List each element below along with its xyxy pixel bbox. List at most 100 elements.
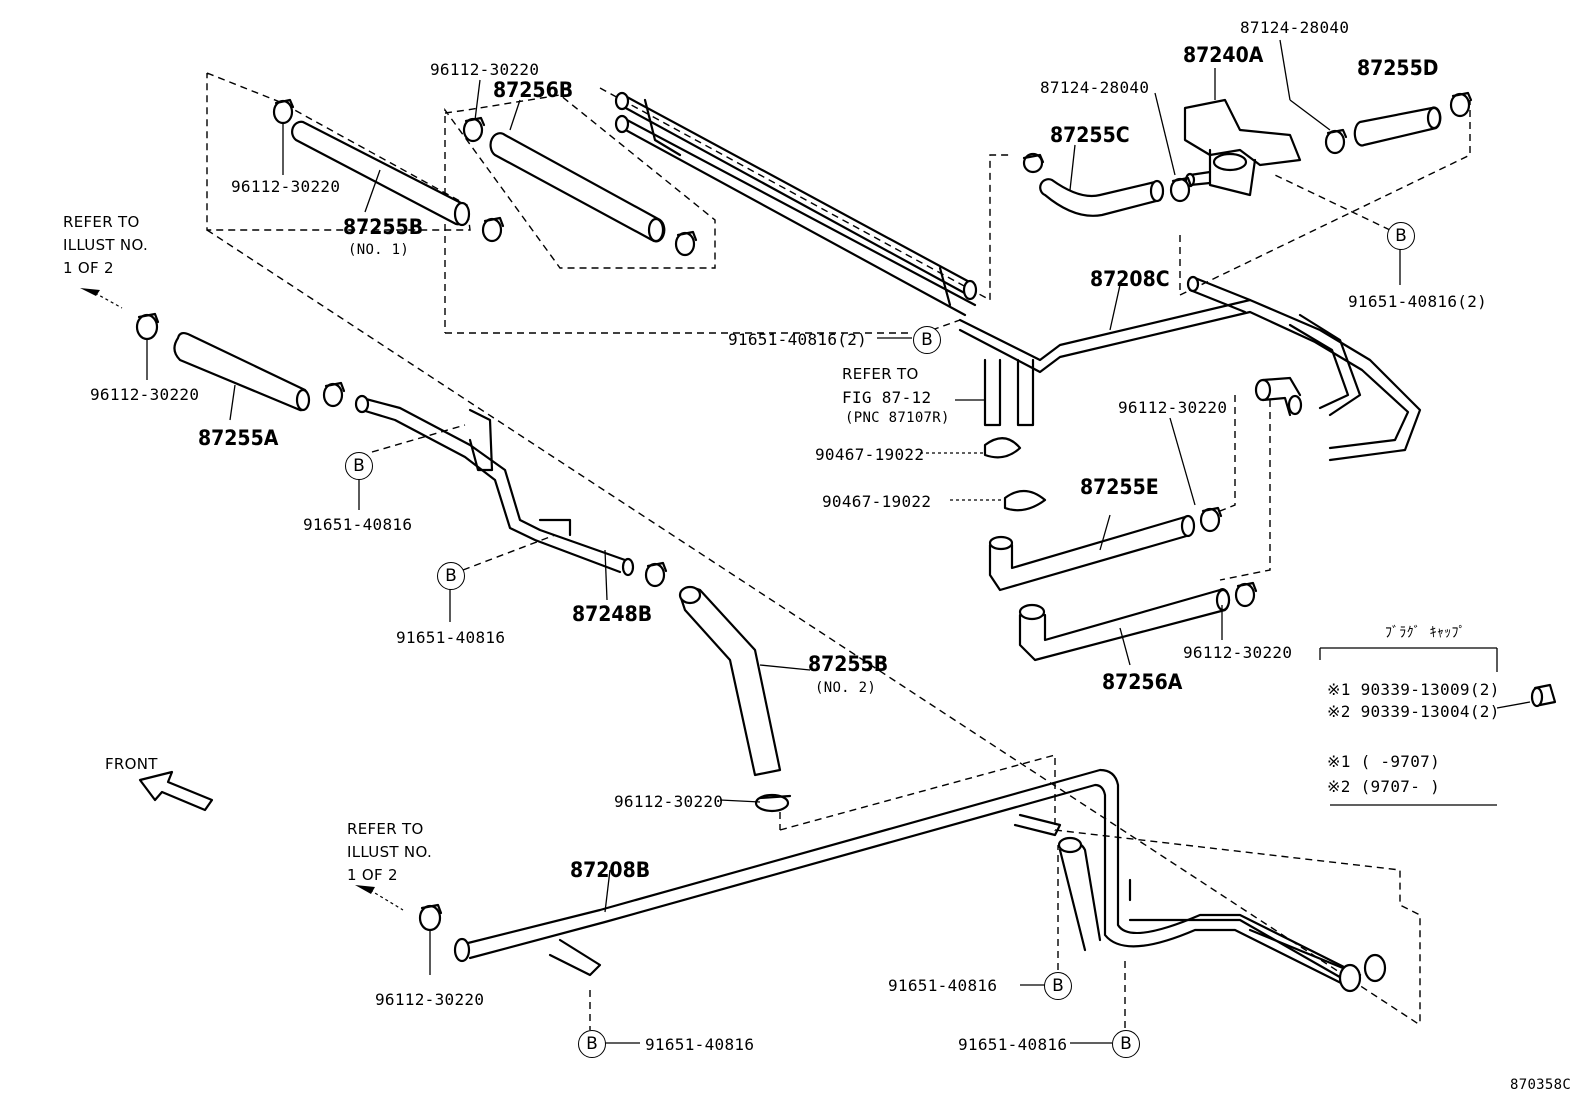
hose-87255c [1039, 178, 1165, 217]
refer-bottom-line3: 1 OF 2 [347, 866, 398, 884]
pipe-87208b [453, 768, 1387, 993]
hose-87256a [1018, 588, 1231, 662]
hose-87255b-no2 [678, 585, 782, 777]
parallel-tubes [614, 91, 978, 317]
label-87256b: 87256B [493, 78, 574, 102]
figure-code: 870358C [1510, 1077, 1572, 1093]
refer-left-line2: ILLUST NO. [63, 236, 149, 254]
label-87255a: 87255A [198, 426, 279, 450]
label-front: FRONT [105, 755, 158, 773]
label-91651-40816-bot3: 91651-40816 [958, 1035, 1068, 1054]
refer-fig-line2: FIG 87-12 [842, 388, 932, 407]
clamp-icon [135, 312, 160, 341]
label-90467-19022-b: 90467-19022 [822, 492, 932, 511]
label-no2: (NO. 2) [815, 680, 877, 696]
clip-icon [983, 437, 1022, 459]
plug-table-lines [1319, 647, 1531, 806]
label-87256a: 87256A [1102, 670, 1183, 694]
plug-line-2: ※2 90339-13004(2) [1327, 702, 1500, 721]
clamp-icon [272, 98, 295, 125]
label-91651-40816-bot2: 91651-40816 [645, 1035, 755, 1054]
label-90467-19022-a: 90467-19022 [815, 445, 925, 464]
refer-left-line3: 1 OF 2 [63, 259, 114, 277]
label-91651-40816-2-right: 91651-40816(2) [1348, 292, 1488, 311]
refer-bottom-line2: ILLUST NO. [347, 843, 433, 861]
clamp-icon [1324, 128, 1348, 155]
hose-87256b [489, 132, 666, 243]
group-boundary-right-clamp [1209, 395, 1236, 516]
group-boundary-right-clamp2 [1219, 400, 1271, 581]
label-96112-30220-left: 96112-30220 [90, 385, 200, 404]
refer-arrow-icon [80, 288, 123, 309]
fig87-12-tubes [983, 358, 1035, 427]
plug-line-1: ※1 90339-13009(2) [1327, 680, 1500, 699]
label-pnc: (PNC 87107R) [845, 410, 950, 426]
clamp-icon [1022, 152, 1045, 174]
group-boundary-87208b [779, 754, 1421, 1025]
leader-lines [146, 39, 1401, 1044]
refer-left-line1: REFER TO [63, 213, 140, 231]
b-marker: B [1387, 222, 1415, 250]
clamp-icon [481, 216, 505, 243]
label-87255c: 87255C [1050, 123, 1130, 147]
b-marker: B [437, 562, 465, 590]
clamp-icon [1234, 581, 1258, 608]
b-marker: B [345, 452, 373, 480]
clamp-icon [674, 230, 698, 257]
hose-87255b-no1 [291, 120, 471, 227]
label-87240a: 87240A [1183, 43, 1264, 67]
clamp-icon [1169, 176, 1193, 203]
long-diagonal-boundary [206, 229, 1421, 1026]
clamp-icon [322, 381, 346, 408]
label-87255b-no1: 87255B [343, 215, 424, 239]
label-no1: (NO. 1) [348, 242, 410, 258]
label-87208c: 87208C [1090, 267, 1170, 291]
clamp-icon [462, 116, 486, 143]
label-96112-30220-top2: 96112-30220 [231, 177, 341, 196]
label-87255e: 87255E [1080, 475, 1159, 499]
pipe-87248b [354, 394, 635, 577]
group-boundary-tubes [599, 87, 1010, 302]
refer-bottom-line1: REFER TO [347, 820, 424, 838]
label-87248b: 87248B [572, 602, 653, 626]
clamp-icon [644, 561, 668, 588]
label-87124-28040-top: 87124-28040 [1240, 18, 1350, 37]
label-91651-40816-left1: 91651-40816 [303, 515, 413, 534]
label-96112-30220-mid: 96112-30220 [614, 792, 724, 811]
label-91651-40816-bot1: 91651-40816 [888, 976, 998, 995]
clamp-icon [418, 903, 443, 932]
clamp-icon [1199, 506, 1223, 533]
clip-icon [1003, 489, 1047, 512]
label-96112-30220-right: 96112-30220 [1118, 398, 1228, 417]
label-91651-40816-2-mid: 91651-40816(2) [728, 330, 868, 349]
clamp-icon [1449, 91, 1473, 118]
clamp-icon [754, 793, 792, 813]
label-96112-30220-top1: 96112-30220 [430, 60, 540, 79]
front-arrow-icon [138, 770, 214, 812]
label-87255d: 87255D [1357, 56, 1439, 80]
label-91651-40816-left2: 91651-40816 [396, 628, 506, 647]
b-marker: B [913, 326, 941, 354]
b-marker: B [1112, 1030, 1140, 1058]
group-boundary-87208c [1179, 100, 1471, 297]
b-marker: B [578, 1030, 606, 1058]
plug-cap-title: ﾌﾞﾗｸﾞ ｷｬｯﾌﾟ [1385, 625, 1466, 641]
pipe-87208c [958, 275, 1422, 462]
plug-icon [1530, 683, 1557, 708]
label-87208b: 87208B [570, 858, 651, 882]
hose-87255a [173, 331, 311, 412]
note-line-2: ※2 (9707- ) [1327, 777, 1441, 796]
valve-87240a [1183, 98, 1302, 197]
label-96112-30220-right2: 96112-30220 [1183, 643, 1293, 662]
label-96112-30220-bot: 96112-30220 [375, 990, 485, 1009]
b-marker: B [1044, 972, 1072, 1000]
refer-fig-line1: REFER TO [842, 365, 919, 383]
refer-arrow-icon [355, 885, 404, 911]
hose-87255e [988, 514, 1196, 592]
label-87124-28040-mid: 87124-28040 [1040, 78, 1150, 97]
group-boundary-87256b [444, 94, 716, 333]
hose-87255d [1353, 106, 1442, 147]
note-line-1: ※1 ( -9707) [1327, 752, 1441, 771]
